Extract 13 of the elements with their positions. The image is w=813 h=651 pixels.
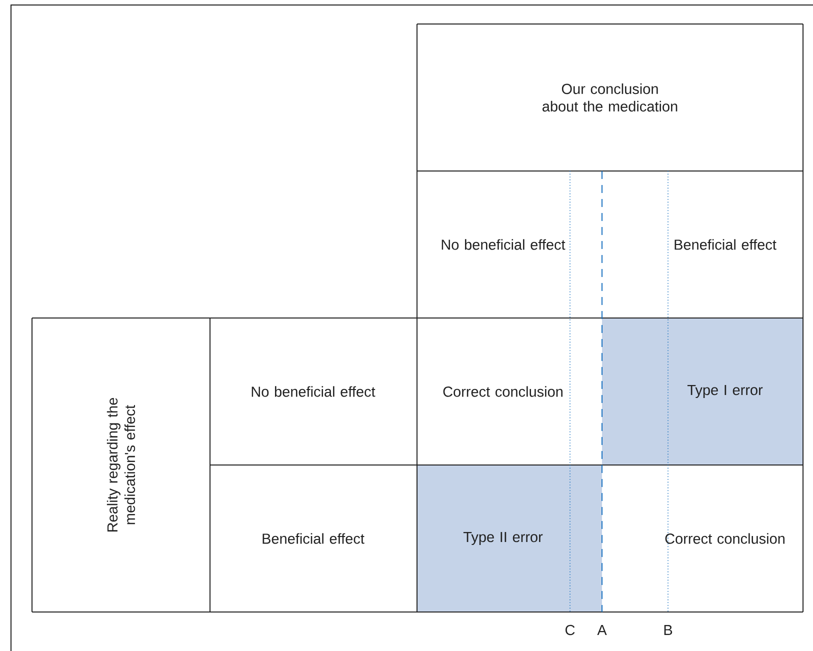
column-header-cell: No beneficial effect	[442, 239, 566, 250]
column-header-cell: Beneficial effect	[674, 239, 776, 250]
row-header-cell: No beneficial effect	[252, 386, 376, 397]
threshold-label: B	[664, 625, 672, 635]
threshold-label: C	[566, 624, 575, 636]
row-header-cell: Beneficial effect	[262, 533, 364, 544]
threshold-label: A	[597, 625, 607, 635]
outcome-cell: Correct conclusion	[665, 533, 784, 544]
row-group-header-cell: Reality regarding the medication's effect	[106, 398, 136, 532]
error-cell: Type II error	[463, 532, 543, 545]
error-cell: Type I error	[687, 385, 763, 398]
header-cell: Our conclusion about the medication	[542, 83, 678, 112]
outcome-cell: Correct conclusion	[443, 386, 562, 397]
